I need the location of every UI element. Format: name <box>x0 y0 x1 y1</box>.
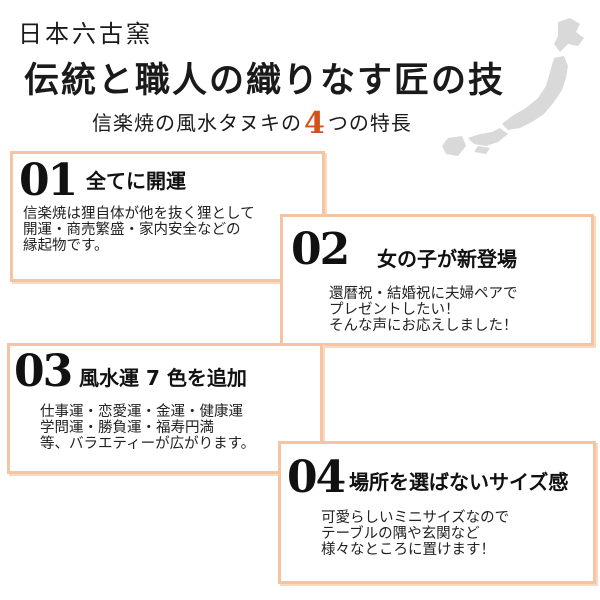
feature-number: 02 <box>291 224 350 275</box>
header-tagline: 伝統と職人の織りなす匠の技 <box>24 60 506 101</box>
header-subtitle-count: 4 <box>304 106 326 141</box>
header-subtitle-before: 信楽焼の風水タヌキの <box>92 111 302 135</box>
feature-title: 風水運 7 色を追加 <box>79 366 247 390</box>
feature-card-4: 04 場所を選ばないサイズ感 可愛らしいミニサイズなので テーブルの隅や玄関など… <box>278 441 596 584</box>
japan-map-icon <box>442 18 584 156</box>
feature-title: 場所を選ばないサイズ感 <box>349 470 569 494</box>
feature-title: 女の子が新登場 <box>377 247 517 271</box>
feature-body: 信楽焼は狸自体が他を抜く狸として 開運・商売繁盛・家内安全などの 縁起物です。 <box>23 206 255 254</box>
feature-title: 全てに開運 <box>86 169 186 193</box>
feature-card-2: 02 女の子が新登場 還暦祝・結婚祝に夫婦ペアで プレゼントしたい！ そんな声に… <box>280 214 594 346</box>
feature-number: 03 <box>14 346 73 397</box>
feature-body: 還暦祝・結婚祝に夫婦ペアで プレゼントしたい！ そんな声にお応えしました！ <box>329 286 518 334</box>
feature-body: 可愛らしいミニサイズなので テーブルの隅や玄関など 様々なところに置けます！ <box>321 510 510 558</box>
feature-number: 01 <box>19 155 78 206</box>
feature-number: 04 <box>287 452 346 503</box>
feature-card-1: 01 全てに開運 信楽焼は狸自体が他を抜く狸として 開運・商売繁盛・家内安全など… <box>10 151 325 282</box>
feature-card-3: 03 風水運 7 色を追加 仕事運・恋愛運・金運・健康運 学問運・勝負運・福寿円… <box>7 343 323 474</box>
header-subtitle-after: つの特長 <box>327 111 412 135</box>
header-origin: 日本六古窯 <box>18 20 153 48</box>
feature-body: 仕事運・恋愛運・金運・健康運 学問運・勝負運・福寿円満 等、バラエティーが広がり… <box>40 404 256 452</box>
